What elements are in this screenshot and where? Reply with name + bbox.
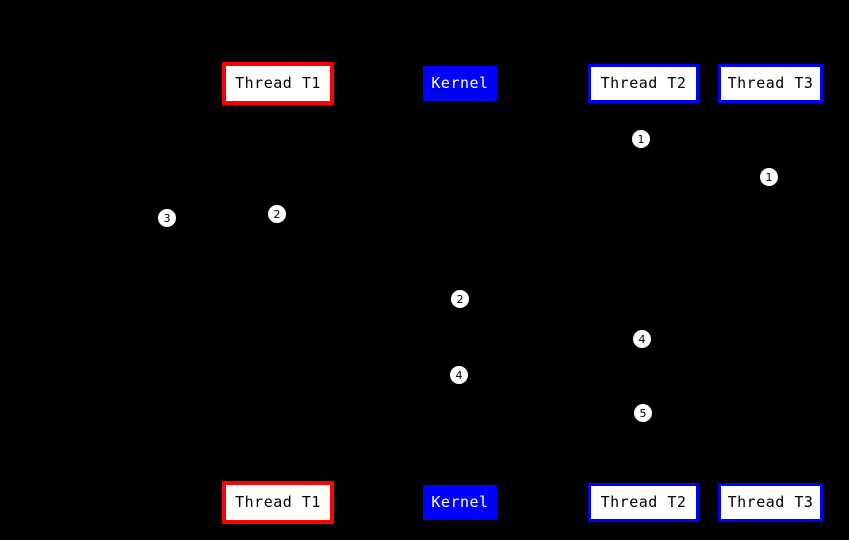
sequence-marker-number: 1 bbox=[765, 170, 773, 184]
participant-box-kernel-bottom[interactable]: Kernel bbox=[423, 485, 497, 520]
sequence-marker: 5 bbox=[634, 404, 652, 422]
participant-box-t1-top[interactable]: Thread T1 bbox=[222, 62, 334, 105]
participant-label-kernel: Kernel bbox=[431, 74, 489, 92]
participant-label-kernel: Kernel bbox=[431, 493, 489, 511]
participant-box-kernel-top[interactable]: Kernel bbox=[423, 66, 497, 101]
sequence-marker: 1 bbox=[760, 168, 778, 186]
message-arrow-t2-to-t3 bbox=[648, 174, 766, 182]
sequence-marker-number: 5 bbox=[639, 406, 647, 420]
arrowhead-icon bbox=[694, 410, 701, 418]
participant-box-t3-bottom[interactable]: Thread T3 bbox=[718, 483, 823, 522]
activation-bar-t3 bbox=[765, 158, 775, 218]
activation-bar-t1 bbox=[273, 196, 283, 396]
participant-label-t3: Thread T3 bbox=[727, 493, 814, 511]
participant-box-t3-top[interactable]: Thread T3 bbox=[718, 64, 823, 103]
participant-box-t1-bottom[interactable]: Thread T1 bbox=[222, 481, 334, 524]
arrowhead-icon bbox=[632, 372, 639, 380]
sequence-marker-number: 3 bbox=[163, 211, 171, 225]
message-arrow-t2-self bbox=[648, 410, 701, 418]
message-arrow-t1-self bbox=[167, 215, 274, 223]
participant-label-t2: Thread T2 bbox=[600, 74, 687, 92]
participant-label-t3: Thread T3 bbox=[727, 74, 814, 92]
sequence-marker-number: 4 bbox=[455, 368, 463, 382]
sequence-marker-number: 2 bbox=[273, 207, 281, 221]
participant-label-t2: Thread T2 bbox=[600, 493, 687, 511]
activation-bar-kernel bbox=[455, 281, 465, 396]
message-arrow-t2-to-kernel bbox=[469, 336, 638, 344]
message-arrow-t1-to-kernel bbox=[283, 296, 456, 304]
lifeline-t3 bbox=[770, 103, 771, 483]
participant-label-t1: Thread T1 bbox=[235, 493, 321, 511]
message-arrow-kernel-to-t2 bbox=[465, 372, 639, 380]
activation-bar-t2 bbox=[638, 120, 648, 420]
sequence-marker-number: 1 bbox=[637, 132, 645, 146]
arrowhead-icon bbox=[469, 336, 476, 344]
participant-box-t2-bottom[interactable]: Thread T2 bbox=[588, 483, 699, 522]
sequence-marker: 2 bbox=[451, 290, 469, 308]
participant-label-t1: Thread T1 bbox=[235, 74, 321, 92]
sequence-marker: 4 bbox=[633, 330, 651, 348]
sequence-marker-number: 4 bbox=[638, 332, 646, 346]
sequence-marker-number: 2 bbox=[456, 292, 464, 306]
sequence-marker: 4 bbox=[450, 366, 468, 384]
participant-box-t2-top[interactable]: Thread T2 bbox=[588, 64, 699, 103]
sequence-marker: 3 bbox=[158, 209, 176, 227]
sequence-marker: 2 bbox=[268, 205, 286, 223]
sequence-marker: 1 bbox=[632, 130, 650, 148]
